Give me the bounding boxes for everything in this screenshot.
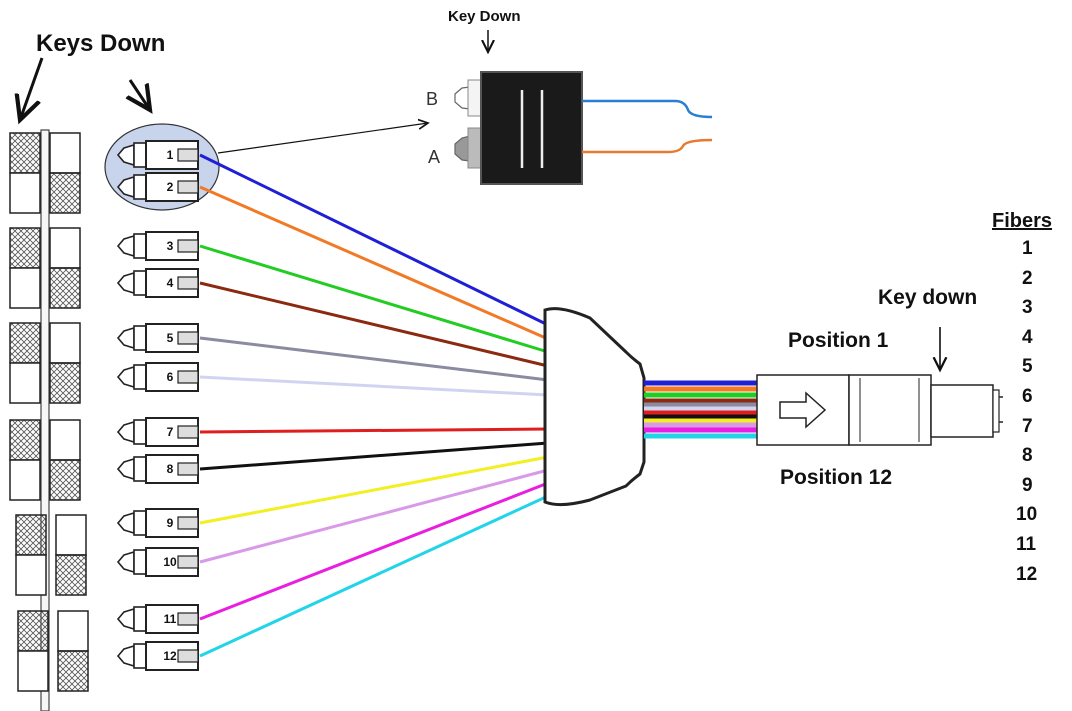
connector-label-10: 10 [163, 555, 177, 569]
fiber-number-8: 8 [1022, 445, 1033, 467]
key-down-right-label: Key down [878, 286, 978, 309]
panel-adapter-5 [15, 514, 87, 596]
lc-connector-12: 12 [116, 641, 199, 671]
fiber-line-10 [199, 468, 549, 564]
keys-down-arrows [20, 57, 150, 120]
connector-label-1: 1 [167, 148, 174, 162]
connector-label-7: 7 [167, 425, 174, 439]
fiber-number-1: 1 [1022, 238, 1033, 259]
connector-label-9: 9 [167, 516, 174, 530]
lc-connector-6: 6 [116, 362, 199, 392]
label-a: A [428, 147, 441, 167]
lc-connector-4: 4 [116, 268, 199, 298]
key-down-top-label: Key Down [448, 8, 521, 25]
lc-connector-5: 5 [116, 323, 199, 353]
fiber-line-6 [199, 375, 549, 397]
lc-connector-3: 3 [116, 231, 199, 261]
connector-label-12: 12 [163, 649, 177, 663]
fiber-number-7: 7 [1022, 415, 1033, 437]
connector-label-8: 8 [167, 462, 174, 476]
panel-adapter-3 [9, 322, 81, 404]
fiber-line-11 [199, 481, 549, 621]
fiber-number-6: 6 [1022, 386, 1033, 407]
fiber-number-4: 4 [1022, 326, 1033, 348]
direction-arrow-icon [779, 391, 827, 429]
fiber-number-2: 2 [1022, 267, 1033, 289]
fiber-line-2 [199, 185, 549, 341]
fiber-line-4 [199, 281, 549, 368]
panel-adapter-6 [17, 610, 89, 692]
lc-connector-9: 9 [116, 508, 199, 538]
fiber-line-12 [199, 494, 549, 658]
ribbon-fibers [644, 380, 757, 439]
keys-down-label: Keys Down [36, 30, 166, 57]
fiber-line-3 [199, 244, 549, 354]
fiber-lines [199, 153, 549, 658]
fiber-number-10: 10 [1016, 504, 1038, 526]
lc-connector-7: 7 [116, 417, 199, 447]
connector-label-5: 5 [167, 331, 174, 345]
connector-label-11: 11 [164, 612, 177, 626]
fiber-number-9: 9 [1022, 474, 1033, 496]
mpo-connector [756, 327, 1003, 446]
fiber-line-8 [199, 441, 549, 471]
lc-connector-1: 1 [116, 140, 199, 170]
fiber-number-5: 5 [1022, 356, 1033, 378]
fiber-number-3: 3 [1022, 297, 1033, 319]
panel-adapter-2 [9, 227, 81, 309]
connector-label-4: 4 [167, 276, 174, 290]
position-12-label: Position 12 [780, 466, 893, 489]
connector-label-3: 3 [167, 239, 174, 253]
fiber-line-9 [199, 455, 549, 525]
fibers-header: Fibers [992, 210, 1053, 232]
position-1-label: Position 1 [788, 329, 889, 352]
lc-connector-2: 2 [116, 172, 199, 202]
connector-label-6: 6 [167, 370, 174, 384]
lc-connector-11: 11 [116, 604, 199, 634]
fiber-line-1 [199, 153, 549, 327]
lc-connector-8: 8 [116, 454, 199, 484]
fiber-number-12: 12 [1016, 563, 1038, 585]
panel-adapter-4 [9, 419, 81, 501]
label-b: B [426, 89, 439, 109]
connector-label-2: 2 [167, 180, 174, 194]
fanout-body [543, 307, 646, 507]
duplex-inset [454, 30, 713, 185]
fiber-number-11: 11 [1016, 534, 1037, 555]
fiber-line-7 [199, 427, 549, 434]
panel-rod [40, 129, 50, 711]
panel-adapter-1 [9, 132, 81, 214]
adapter-panel [9, 132, 89, 692]
inset-pointer-arrow [217, 123, 428, 154]
lc-connector-10: 10 [116, 547, 199, 577]
fiber-line-5 [199, 336, 549, 382]
